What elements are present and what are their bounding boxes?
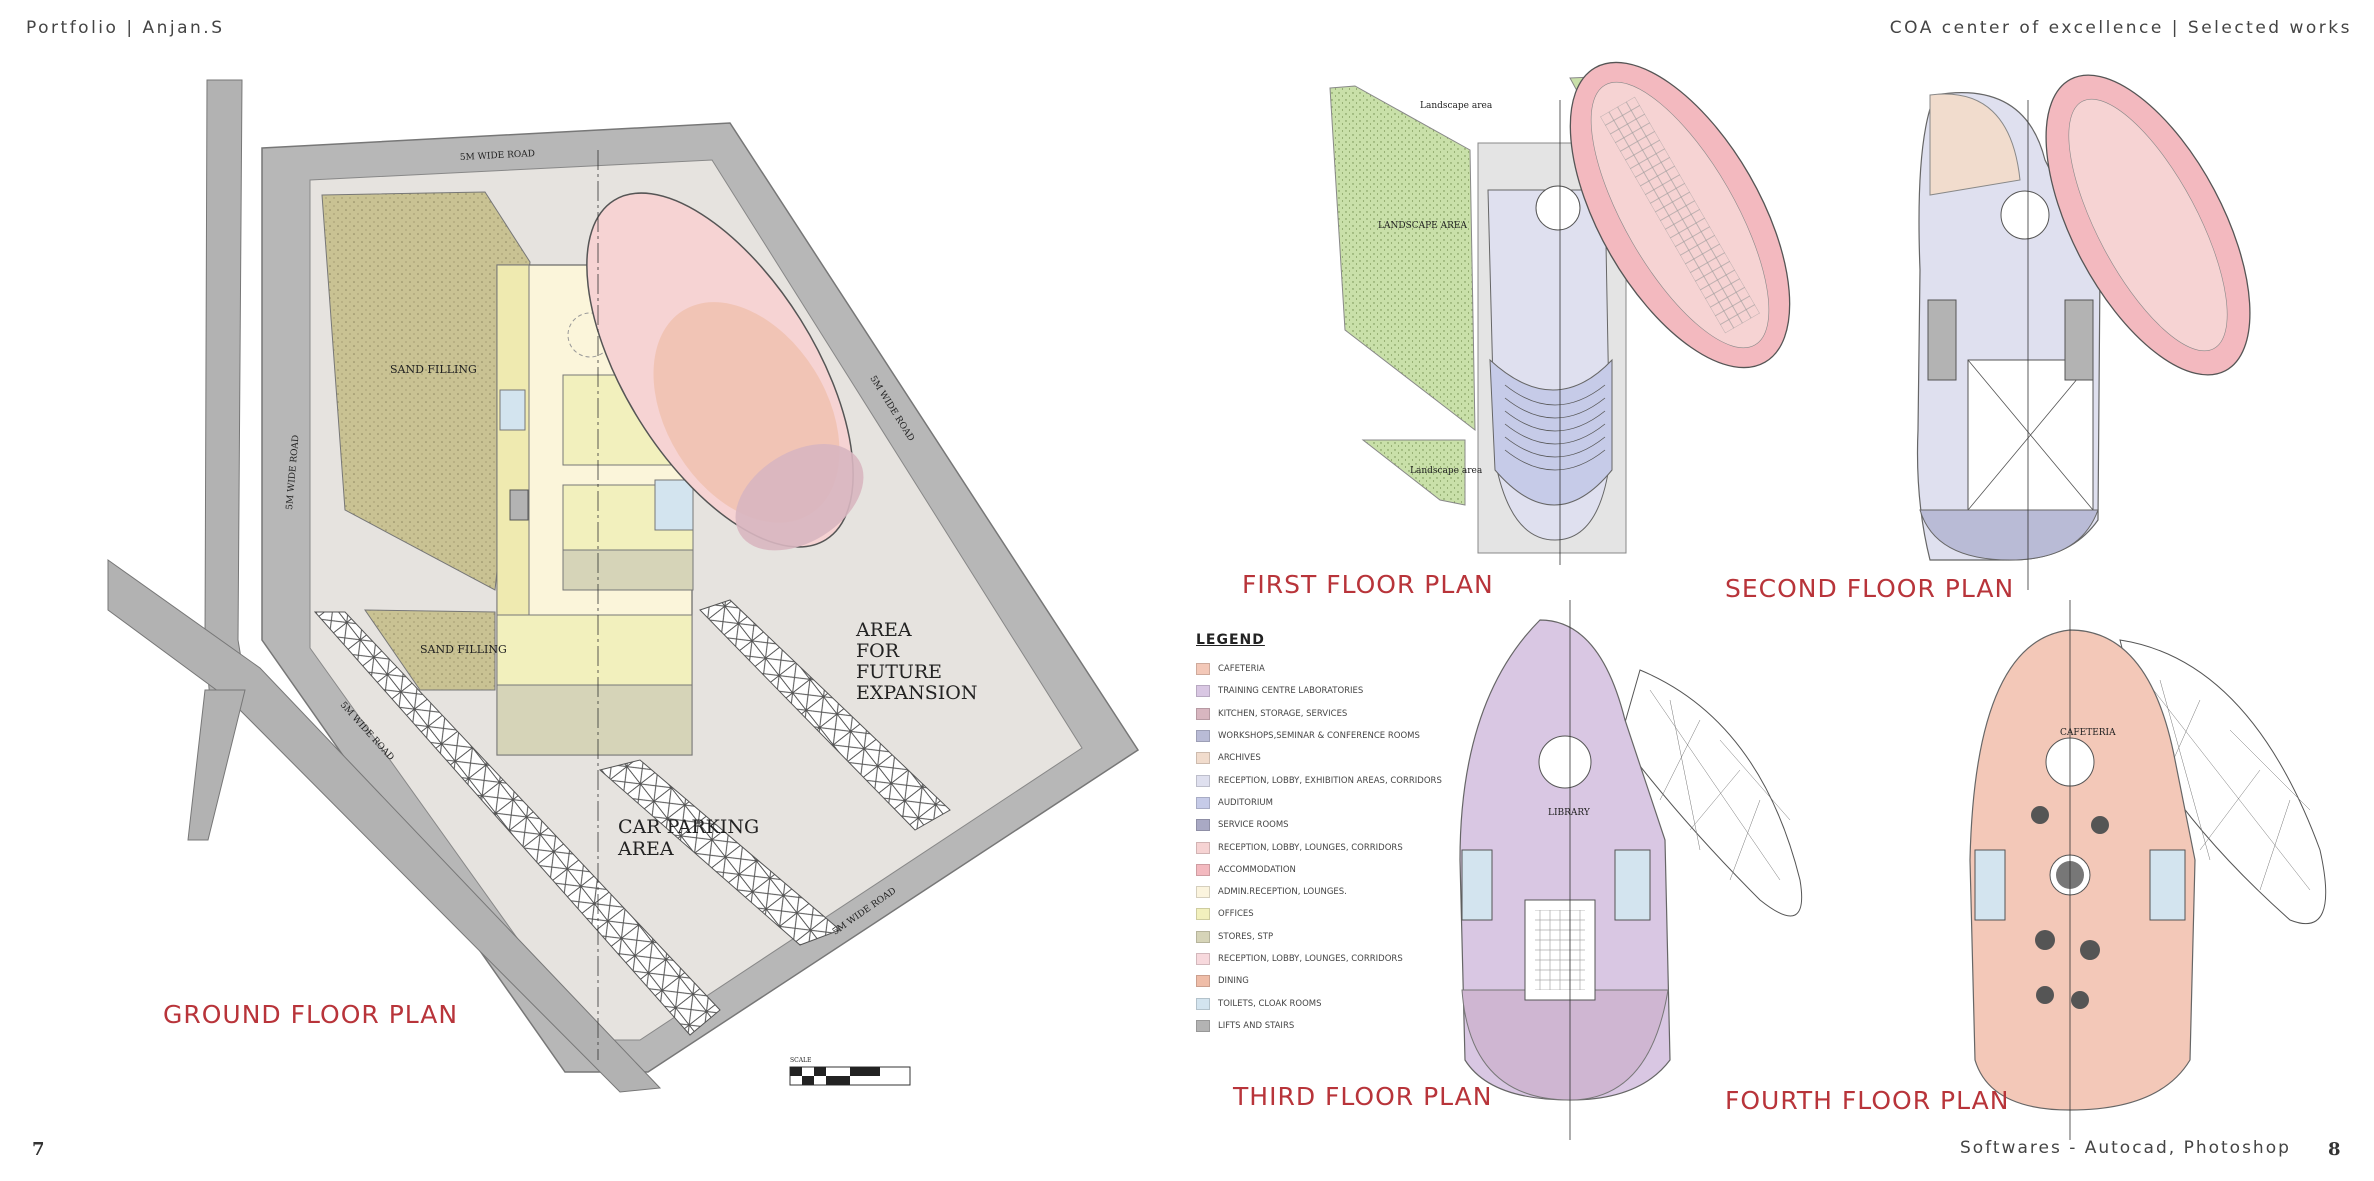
parking-upper (699, 599, 951, 831)
expansion-line-4: EXPANSION (856, 682, 978, 704)
legend-swatch (1196, 685, 1210, 698)
legend-item: STORES, STP (1196, 926, 1456, 948)
legend-swatch (1196, 752, 1210, 765)
scale-bar: SCALE (789, 1057, 911, 1086)
landscape-label-top: Landscape area (1420, 101, 1493, 111)
page-number-left: 7 (32, 1139, 45, 1160)
legend-label: TRAINING CENTRE LABORATORIES (1218, 686, 1364, 697)
page-number-right: 8 (2328, 1139, 2341, 1160)
legend-rows: CAFETERIA TRAINING CENTRE LABORATORIES KIT… (1196, 658, 1456, 1037)
legend-item: DINING (1196, 970, 1456, 992)
legend-swatch (1196, 707, 1210, 720)
legend-label: ACCOMMODATION (1218, 864, 1296, 875)
legend-label: OFFICES (1218, 909, 1254, 920)
legend-swatch (1196, 730, 1210, 743)
parking-lower (313, 611, 721, 1036)
southwest-road-spur (187, 689, 246, 841)
legend-item: ACCOMMODATION (1196, 859, 1456, 881)
scale-label: SCALE (790, 1057, 811, 1064)
legend-title: LEGEND (1196, 632, 1265, 648)
legend-label: RECEPTION, LOBBY, LOUNGES, CORRIDORS (1218, 954, 1403, 964)
landscape-area-1 (1329, 85, 1476, 432)
legend-item: LIFTS AND STAIRS (1196, 1015, 1456, 1037)
legend-label: CAFETERIA (1218, 664, 1265, 675)
legend-item: KITCHEN, STORAGE, SERVICES (1196, 703, 1456, 725)
expansion-line-3: FUTURE (856, 661, 942, 683)
sand-filling-label-1: SAND FILLING (390, 363, 477, 376)
software-footer: Softwares - Autocad, Photoshop (1960, 1138, 2291, 1158)
road-top-label: 5M WIDE ROAD (460, 149, 536, 163)
legend-item: WORKSHOPS,SEMINAR & CONFERENCE ROOMS (1196, 725, 1456, 747)
legend-item: OFFICES (1196, 903, 1456, 925)
legend-swatch (1196, 819, 1210, 832)
legend-label: AUDITORIUM (1218, 797, 1273, 808)
parking-middle (598, 759, 841, 946)
legend-swatch (1196, 863, 1210, 876)
cafeteria-label: CAFETERIA (2060, 728, 2116, 738)
sand-filling-label-2: SAND FILLING (420, 643, 507, 656)
ground-floor-title: GROUND FLOOR PLAN (163, 1000, 459, 1029)
legend-label: RECEPTION, LOBBY, EXHIBITION AREAS, CORR… (1218, 775, 1442, 786)
legend-swatch (1196, 930, 1210, 943)
legend-item: ADMIN.RECEPTION, LOUNGES. (1196, 881, 1456, 903)
legend-label: ADMIN.RECEPTION, LOUNGES. (1218, 887, 1347, 898)
legend-label: ARCHIVES (1218, 753, 1261, 764)
sand-filling-2 (364, 609, 496, 691)
legend-swatch (1196, 886, 1210, 899)
legend-item: ARCHIVES (1196, 747, 1456, 769)
legend-item: RECEPTION, LOBBY, EXHIBITION AREAS, CORR… (1196, 769, 1456, 791)
legend-label: WORKSHOPS,SEMINAR & CONFERENCE ROOMS (1218, 731, 1420, 742)
legend-swatch (1196, 841, 1210, 854)
legend-item: RECEPTION, LOBBY, LOUNGES, CORRIDORS (1196, 948, 1456, 970)
legend-swatch (1196, 908, 1210, 921)
first-floor-title: FIRST FLOOR PLAN (1242, 570, 1494, 599)
legend-swatch (1196, 796, 1210, 809)
legend-label: TOILETS, CLOAK ROOMS (1218, 998, 1322, 1009)
expansion-line-2: FOR (856, 640, 900, 662)
legend-label: STORES, STP (1218, 931, 1274, 942)
legend-label: KITCHEN, STORAGE, SERVICES (1218, 708, 1348, 719)
third-floor-mesh (1619, 669, 1803, 917)
expansion-line-1: AREA (855, 619, 912, 641)
legend-item: TRAINING CENTRE LABORATORIES (1196, 680, 1456, 702)
legend: LEGEND CAFETERIA TRAINING CENTRE LABORATO… (1196, 632, 1456, 1037)
portfolio-header: Portfolio | Anjan.S (26, 18, 225, 38)
legend-label: SERVICE ROOMS (1218, 820, 1289, 831)
parking-line-2: AREA (617, 838, 674, 860)
landscape-area-2 (1361, 439, 1466, 506)
legend-swatch (1196, 1019, 1210, 1032)
legend-item: SERVICE ROOMS (1196, 814, 1456, 836)
project-header: COA center of excellence | Selected work… (1889, 18, 2352, 38)
library-label: LIBRARY (1548, 808, 1591, 818)
legend-swatch (1196, 774, 1210, 787)
legend-item: RECEPTION, LOBBY, LOUNGES, CORRIDORS (1196, 836, 1456, 858)
legend-item: AUDITORIUM (1196, 792, 1456, 814)
legend-label: DINING (1218, 976, 1249, 987)
legend-item: TOILETS, CLOAK ROOMS (1196, 992, 1456, 1014)
legend-swatch (1196, 997, 1210, 1010)
third-floor-title: THIRD FLOOR PLAN (1233, 1082, 1493, 1111)
legend-swatch (1196, 663, 1210, 676)
southwest-road (107, 559, 662, 1093)
landscape-label-main: LANDSCAPE AREA (1378, 221, 1467, 231)
legend-swatch (1196, 975, 1210, 988)
fourth-floor-title: FOURTH FLOOR PLAN (1725, 1086, 2010, 1115)
legend-label: LIFTS AND STAIRS (1218, 1020, 1295, 1031)
parking-line-1: CAR PARKING (618, 816, 759, 838)
legend-item: CAFETERIA (1196, 658, 1456, 680)
fourth-floor-mesh (2119, 639, 2327, 925)
landscape-label-bottom: Landscape area (1410, 466, 1483, 476)
second-floor-title: SECOND FLOOR PLAN (1725, 574, 2015, 603)
legend-swatch (1196, 953, 1210, 965)
legend-label: RECEPTION, LOBBY, LOUNGES, CORRIDORS (1218, 842, 1403, 853)
